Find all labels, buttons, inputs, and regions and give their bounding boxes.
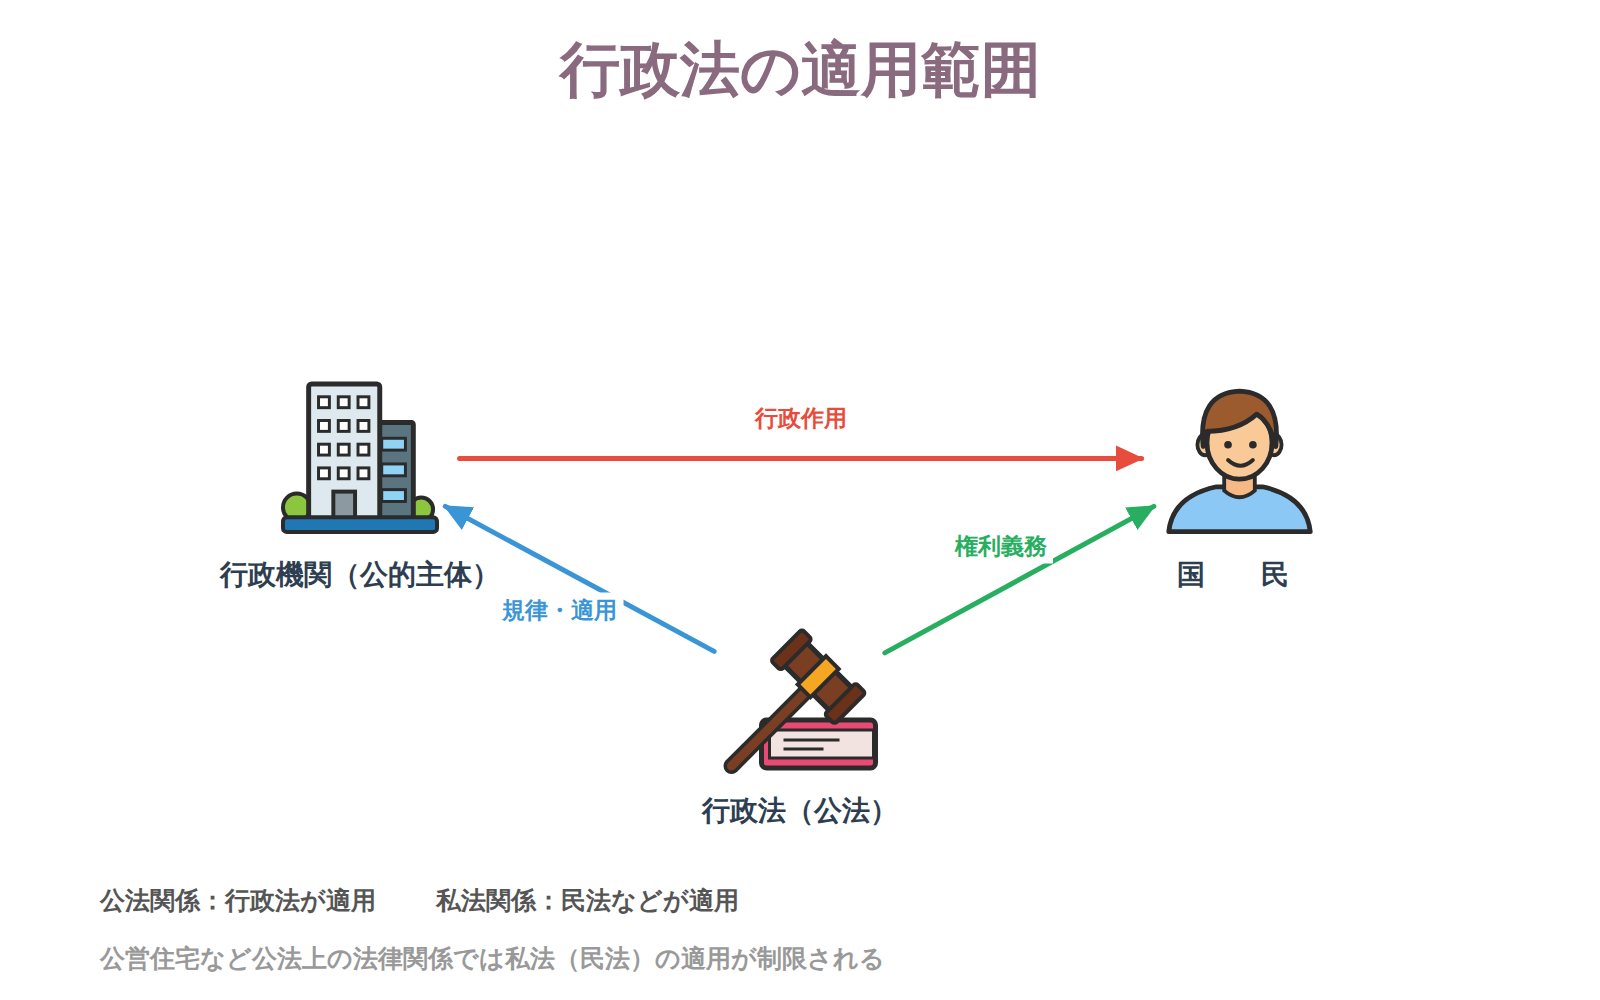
gavel-icon (719, 624, 880, 776)
arrow-connector (885, 506, 1154, 652)
building-icon (281, 380, 439, 540)
icon-node: 国 民 (1163, 380, 1316, 540)
person-icon (1163, 380, 1316, 540)
node-label: 行政法（公法） (702, 792, 898, 830)
arrow-connector (460, 456, 1142, 461)
icon-node: 行政法（公法） (719, 624, 880, 776)
node-label: 国 民 (1177, 556, 1303, 594)
edge-label: 行政作用 (749, 401, 853, 436)
edge-label: 規律・適用 (496, 592, 623, 627)
diagram-title: 行政法の適用範囲 (0, 30, 1600, 111)
edge-label: 権利義務 (949, 528, 1053, 563)
note-text: 公営住宅など公法上の法律関係では私法（民法）の適用が制限される (100, 942, 885, 975)
note-text: 私法関係：民法などが適用 (436, 884, 739, 917)
node-label: 行政機関（公的主体） (220, 556, 500, 594)
note-text: 公法関係：行政法が適用 (100, 884, 376, 917)
icon-node: 行政機関（公的主体） (281, 380, 439, 540)
